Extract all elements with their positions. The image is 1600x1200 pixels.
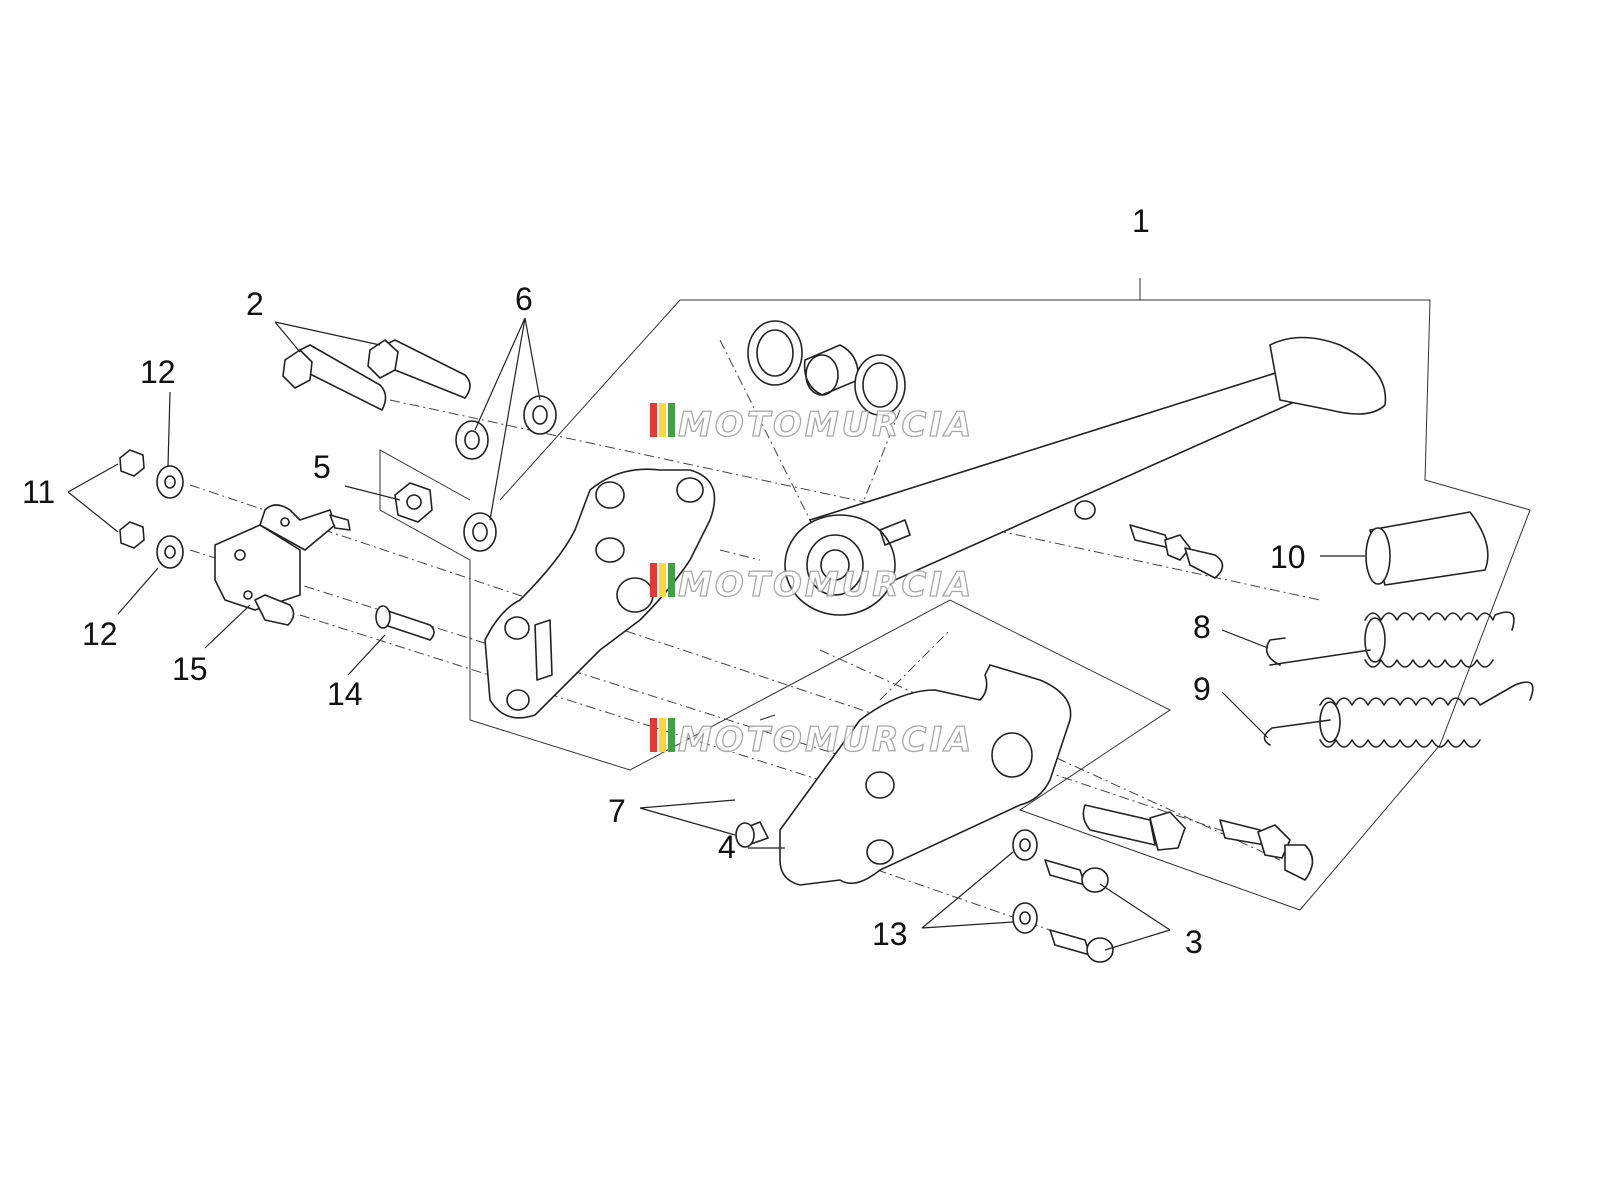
watermark-bottom: MOTOMURCIA xyxy=(650,718,974,761)
callout-13: 13 xyxy=(872,916,908,952)
watermark-stripe-red xyxy=(650,403,657,437)
callout-11: 11 xyxy=(22,474,55,510)
washers-part-6 xyxy=(455,395,557,552)
nuts-part-11 xyxy=(119,449,145,549)
callout-12-top: 12 xyxy=(140,354,176,390)
watermark-stripe-green xyxy=(668,403,675,437)
spring-part-9 xyxy=(1263,681,1534,748)
washers-part-12 xyxy=(156,465,184,569)
callout-6: 6 xyxy=(515,281,533,317)
pivot-bushing-set xyxy=(747,320,906,416)
studs xyxy=(1082,524,1314,881)
watermark-text: MOTOMURCIA xyxy=(678,720,974,760)
callout-4: 4 xyxy=(718,829,736,865)
bolts-part-2 xyxy=(282,339,471,411)
callout-labels: 1 2 3 4 5 6 7 8 9 10 11 12 12 13 14 15 xyxy=(22,203,1306,960)
side-stand-part-1 xyxy=(784,336,1387,616)
leader-lines xyxy=(67,317,1365,951)
watermark-stripe-yellow xyxy=(659,403,666,437)
pins-part-7 xyxy=(735,714,776,848)
nut-part-5 xyxy=(394,482,433,523)
spring-part-8 xyxy=(1265,611,1515,668)
watermark-stripe-red xyxy=(650,718,657,752)
washers-part-13 xyxy=(1012,829,1038,934)
callout-8: 8 xyxy=(1193,609,1211,645)
watermark-text: MOTOMURCIA xyxy=(678,405,974,445)
watermark-stripe-red xyxy=(650,563,657,597)
watermark-stripe-yellow xyxy=(659,563,666,597)
callout-15: 15 xyxy=(172,651,208,687)
assembly-axes xyxy=(189,339,1321,931)
pin-part-14 xyxy=(375,605,435,641)
callout-1: 1 xyxy=(1132,203,1150,239)
callout-2: 2 xyxy=(246,286,264,322)
switch-part-15 xyxy=(214,504,351,626)
sleeve-part-10 xyxy=(1365,511,1489,586)
cover-plate-part-4 xyxy=(779,664,1072,886)
watermark-middle: MOTOMURCIA xyxy=(650,563,974,606)
watermark-text: MOTOMURCIA xyxy=(678,565,974,605)
callout-5: 5 xyxy=(313,449,331,485)
group-outlines xyxy=(379,278,1531,911)
watermark-stripe-green xyxy=(668,563,675,597)
watermark-stripe-yellow xyxy=(659,718,666,752)
callout-14: 14 xyxy=(327,676,363,712)
watermark-stripe-green xyxy=(668,718,675,752)
screws-part-3 xyxy=(1044,859,1114,963)
callout-3: 3 xyxy=(1185,924,1203,960)
watermark-top: MOTOMURCIA xyxy=(650,403,974,446)
callout-10: 10 xyxy=(1270,539,1306,575)
callout-12-bottom: 12 xyxy=(82,616,118,652)
callout-7: 7 xyxy=(608,793,626,829)
callout-9: 9 xyxy=(1193,671,1211,707)
